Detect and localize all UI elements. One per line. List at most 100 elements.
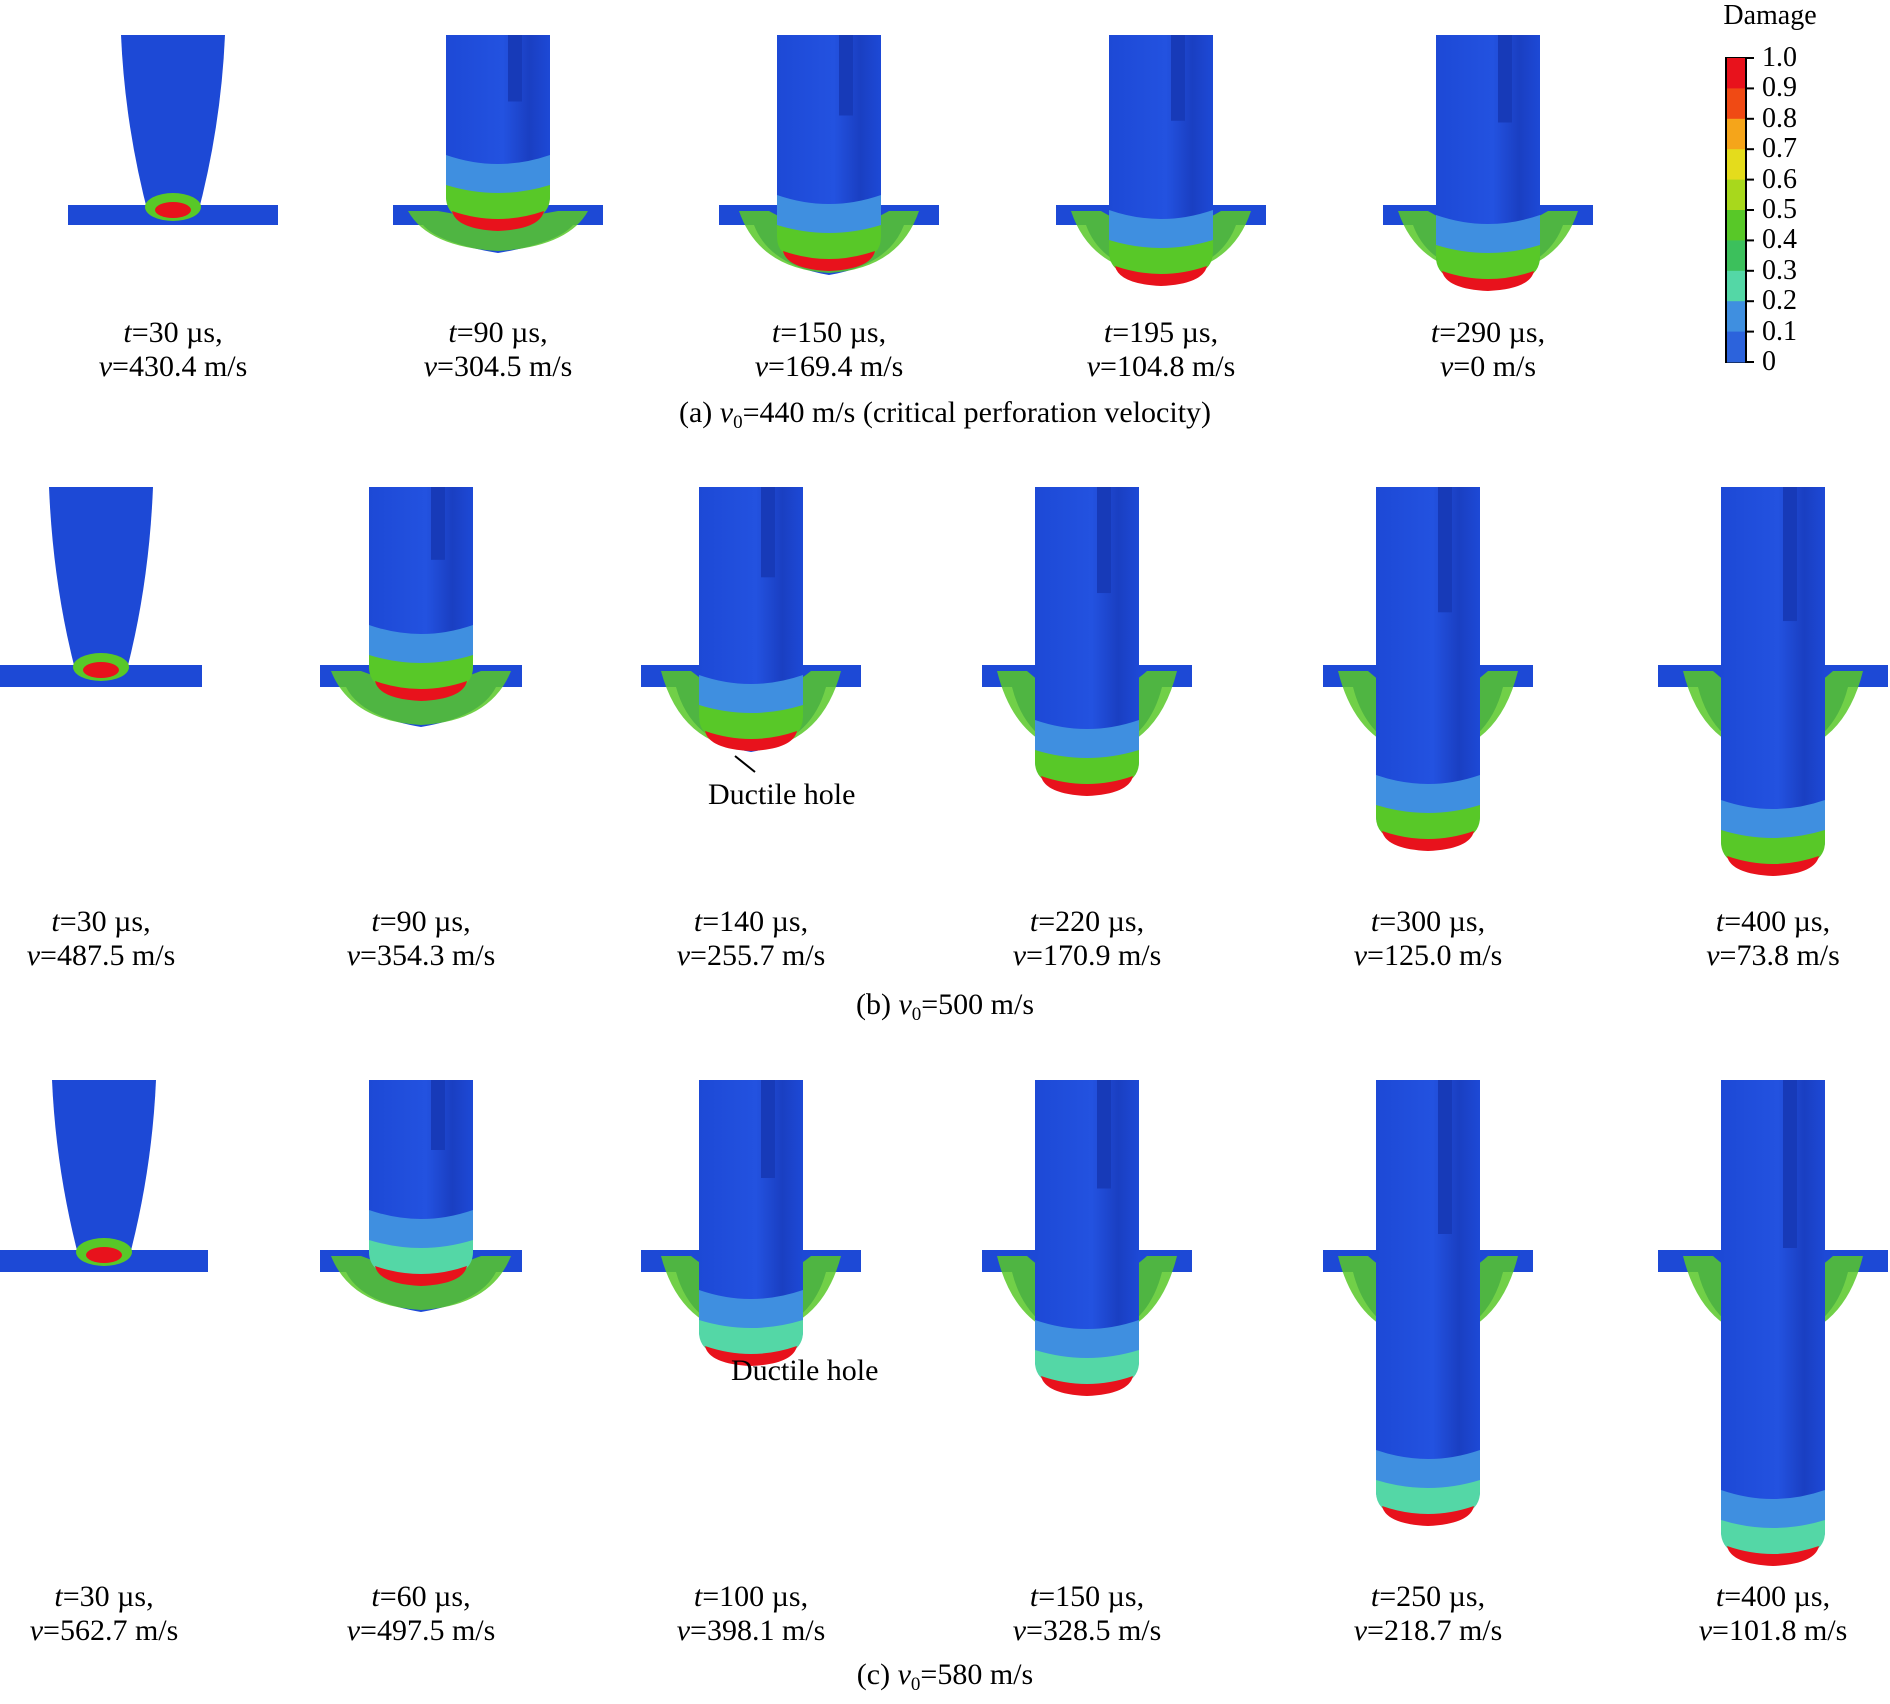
time-value: =60 µs, <box>379 1580 471 1613</box>
time-value: =300 µs, <box>1379 905 1486 938</box>
velocity-value: =304.5 m/s <box>437 350 573 383</box>
velocity-value: =562.7 m/s <box>43 1614 179 1647</box>
frame-caption: t=195 µs,v=104.8 m/s <box>1041 316 1281 384</box>
time-symbol: t <box>1430 316 1440 349</box>
time-symbol: t <box>771 316 781 349</box>
time-symbol: t <box>1715 1580 1725 1613</box>
time-value: =220 µs, <box>1038 905 1145 938</box>
projectile-damage-core <box>1442 271 1534 291</box>
row-title-c: (c) v0=580 m/s <box>856 1658 1034 1695</box>
velocity-symbol: v <box>754 350 769 383</box>
projectile <box>49 487 153 677</box>
time-symbol: t <box>693 905 703 938</box>
colorbar-band <box>1727 88 1745 120</box>
row-title-b: (b) v0=500 m/s <box>855 988 1035 1025</box>
simulation-frame <box>1658 487 1888 876</box>
projectile-damage-core <box>1382 1506 1474 1526</box>
colorbar-band <box>1727 58 1745 89</box>
time-value: =250 µs, <box>1379 1580 1486 1613</box>
row-title-a: (a) v0=440 m/s (critical perforation vel… <box>678 396 1212 433</box>
frame-caption: t=90 µs,v=354.3 m/s <box>301 905 541 973</box>
velocity-symbol: v <box>98 350 113 383</box>
projectile-damage-zone <box>446 185 550 225</box>
simulation-frame <box>641 487 861 752</box>
velocity-value: =398.1 m/s <box>690 1614 826 1647</box>
projectile <box>1035 487 1139 790</box>
projectile-damage-core <box>783 251 875 271</box>
velocity-symbol: v <box>26 939 41 972</box>
time-value: =30 µs, <box>59 905 151 938</box>
simulation-frame <box>68 35 278 225</box>
projectile-damage-zone <box>369 1240 473 1280</box>
velocity-value: =497.5 m/s <box>360 1614 496 1647</box>
simulation-frame <box>982 487 1192 796</box>
simulation-frame <box>1383 35 1593 291</box>
velocity-value: =73.8 m/s <box>1719 939 1840 972</box>
legend-tick: 0.2 <box>1762 285 1797 317</box>
annotation-ductile-hole-c: Ductile hole <box>731 1354 879 1387</box>
projectile-damage-core <box>1727 856 1819 876</box>
projectile-shading <box>508 35 522 102</box>
velocity-symbol: v <box>423 350 438 383</box>
time-value: =100 µs, <box>702 1580 809 1613</box>
velocity-value: =255.7 m/s <box>690 939 826 972</box>
colorbar-band <box>1727 240 1745 272</box>
velocity-value: =169.4 m/s <box>768 350 904 383</box>
damage-colorbar <box>1725 57 1754 363</box>
projectile <box>1721 487 1825 870</box>
simulation-frame <box>719 35 939 275</box>
time-value: =150 µs, <box>1038 1580 1145 1613</box>
frame-caption: t=100 µs,v=398.1 m/s <box>631 1580 871 1648</box>
time-symbol: t <box>123 316 132 349</box>
colorbar-band <box>1727 270 1745 302</box>
legend-tick: 1.0 <box>1762 42 1797 73</box>
velocity-symbol: v <box>1439 350 1454 383</box>
velocity-value: =328.5 m/s <box>1026 1614 1162 1647</box>
projectile-shading <box>1783 1080 1797 1248</box>
colorbar-band <box>1727 331 1745 363</box>
projectile-shading <box>1438 487 1452 613</box>
projectile-shading <box>1438 1080 1452 1234</box>
velocity-symbol: v <box>676 939 691 972</box>
projectile-damage-core <box>375 1266 467 1286</box>
annotation-ductile-hole-b: Ductile hole <box>708 778 856 811</box>
simulation-frame <box>1056 35 1266 286</box>
time-value: =400 µs, <box>1724 905 1831 938</box>
velocity-value: =170.9 m/s <box>1026 939 1162 972</box>
velocity-symbol: v <box>1698 1614 1713 1647</box>
colorbar-band <box>1727 149 1745 181</box>
legend-tick: 0.3 <box>1762 254 1797 286</box>
projectile <box>1721 1080 1825 1560</box>
legend-tick: 0.1 <box>1762 315 1797 347</box>
simulation-frame <box>0 487 202 687</box>
time-value: =290 µs, <box>1439 316 1546 349</box>
velocity-symbol: v <box>29 1614 44 1647</box>
velocity-symbol: v <box>346 939 361 972</box>
time-symbol: t <box>371 905 380 938</box>
legend-tick: 0.7 <box>1762 133 1797 165</box>
projectile-shading <box>1097 1080 1111 1189</box>
legend-tick: 0.9 <box>1762 72 1797 104</box>
projectile-damage-core <box>155 202 191 218</box>
projectile-damage-zone <box>1035 750 1139 790</box>
time-value: =90 µs, <box>456 316 548 349</box>
time-value: =400 µs, <box>1724 1580 1831 1613</box>
legend-tick: 0.8 <box>1762 102 1797 134</box>
velocity-symbol: v <box>346 1614 361 1647</box>
projectile-damage-core <box>705 731 797 751</box>
frame-caption: t=220 µs,v=170.9 m/s <box>967 905 1207 973</box>
projectile-damage-core <box>86 1247 122 1263</box>
projectile-damage-core <box>705 1346 797 1366</box>
velocity-value: =430.4 m/s <box>112 350 248 383</box>
legend-tick: 0.6 <box>1762 163 1797 195</box>
frame-caption: t=300 µs,v=125.0 m/s <box>1308 905 1548 973</box>
time-symbol: t <box>1370 905 1380 938</box>
projectile-shading <box>761 487 775 578</box>
projectile-damage-core <box>452 211 544 231</box>
simulation-frame <box>982 1080 1192 1396</box>
projectile-damage-core <box>83 662 119 678</box>
velocity-value: =218.7 m/s <box>1367 1614 1503 1647</box>
simulation-frame <box>320 1080 522 1312</box>
simulation-frame <box>0 1080 208 1272</box>
